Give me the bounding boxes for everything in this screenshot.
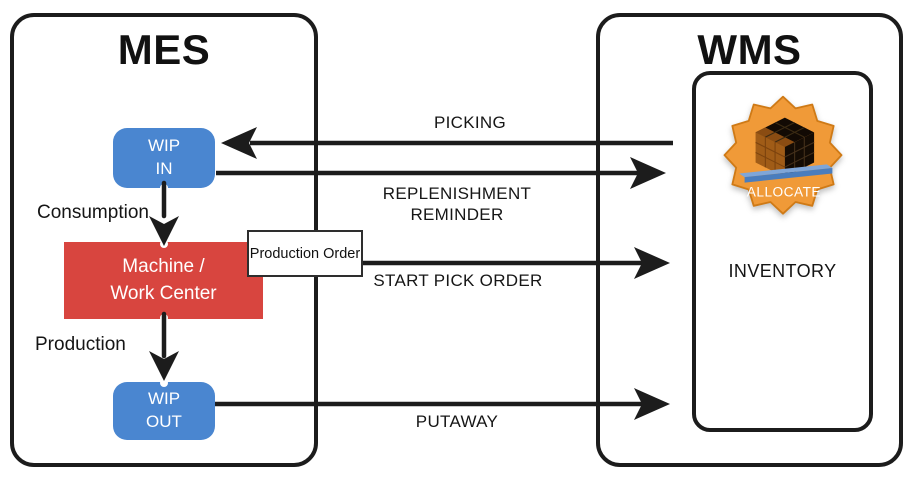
flow-label-replenishment-reminder: REPLENISHMENT REMINDER [382, 184, 532, 225]
flow-label-picking: PICKING [433, 113, 507, 132]
allocate-badge: ALLOCATE [723, 95, 843, 215]
wms-system-box: WMS [596, 13, 903, 467]
flow-label-putaway: PUTAWAY [415, 412, 499, 431]
inventory-label: INVENTORY [728, 261, 837, 281]
machine-work-center-node: Machine / Work Center [64, 242, 263, 319]
wip-out-node: WIP OUT [113, 382, 215, 440]
inventory-panel: ALLOCATE INVENTORY [692, 71, 873, 432]
flow-label-start-pick-order: START PICK ORDER [373, 271, 543, 290]
wms-title: WMS [697, 26, 802, 73]
allocate-badge-label: ALLOCATE [747, 184, 821, 199]
production-order-box: Production Order [247, 230, 363, 277]
mes-title: MES [117, 26, 211, 73]
wip-in-node: WIP IN [113, 128, 215, 188]
production-label: Production [35, 334, 126, 355]
consumption-label: Consumption [37, 202, 149, 223]
pallet-boxes-icon [739, 117, 833, 183]
